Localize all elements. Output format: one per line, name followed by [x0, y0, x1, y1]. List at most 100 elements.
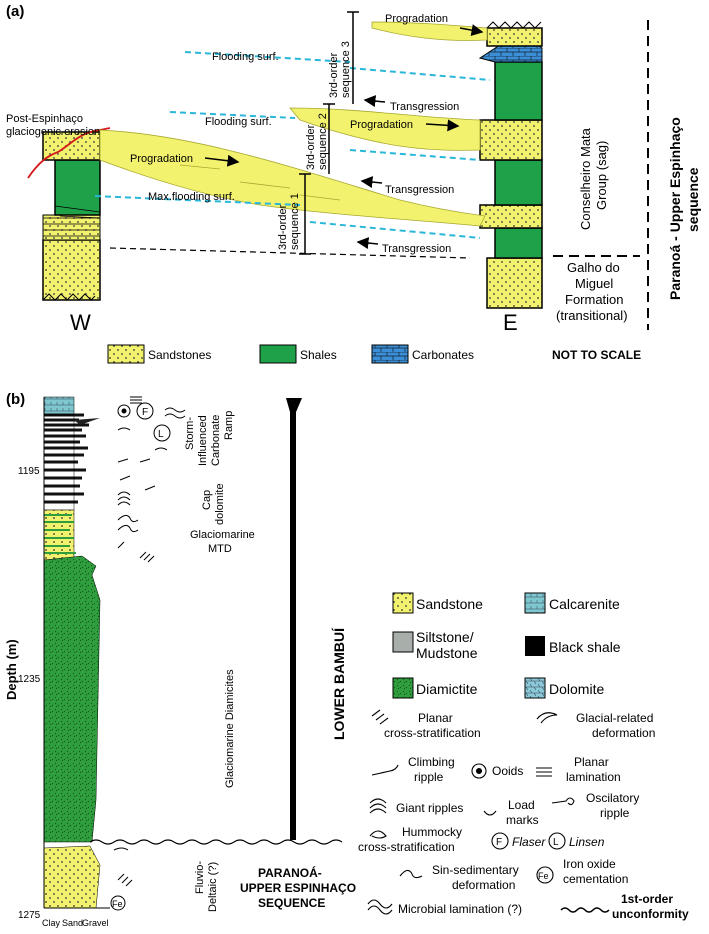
- gm-label-4: (transitional): [556, 308, 628, 323]
- leg-blackshale-swatch: [525, 636, 545, 656]
- leg-dolomite: Dolomite: [549, 681, 604, 697]
- leg-sandstone-swatch: [392, 592, 414, 614]
- base-line: [109, 247, 471, 259]
- erosion-label-1: Post-Espinhaço: [6, 113, 83, 125]
- leg-unconf-1: 1st-order: [621, 892, 673, 906]
- struct-legend-icons: [367, 709, 610, 915]
- lower-bambui-wedge: [286, 398, 302, 840]
- trans-label-3: Transgression: [382, 243, 451, 255]
- cm-label-1: Conselheiro Mata: [578, 127, 593, 230]
- pue-label-2: sequence: [685, 167, 701, 232]
- erosion-label-2: glaciogenic erosion: [6, 126, 100, 138]
- flood-label-1: Flooding surf.: [212, 51, 279, 63]
- leg-sandstone: Sandstone: [416, 596, 483, 612]
- seq3-label-2: sequence 3: [340, 41, 352, 98]
- depth-1195: 1195: [18, 466, 40, 477]
- leg-siltstone-1: Siltstone/: [416, 629, 474, 645]
- leg-sinsed-1: Sin-sedimentary: [432, 863, 519, 877]
- leg-sinsed-2: deformation: [452, 878, 515, 892]
- leg-load-2: marks: [506, 813, 539, 827]
- leg-blackshale: Black shale: [549, 639, 621, 655]
- leg-unconf-2: unconformity: [612, 907, 689, 921]
- unit-storm-2: Influenced: [197, 415, 209, 466]
- seq2-label-1: 3rd-order: [305, 124, 317, 170]
- west-column: [42, 131, 101, 301]
- leg-calcarenite: Calcarenite: [549, 596, 620, 612]
- grain-clay: Clay: [42, 918, 61, 928]
- leg-linsen: Linsen: [569, 835, 605, 849]
- leg-siltstone-2: Mudstone: [416, 645, 478, 661]
- unit-diam: Glaciomarine Diamicites: [224, 669, 236, 788]
- leg-planar-1: Planar: [418, 711, 453, 725]
- legend-shale-label: Shales: [300, 348, 337, 362]
- leg-hummocky-2: cross-stratification: [358, 840, 455, 854]
- pue-label-1: Paranoá - Upper Espinhaço: [667, 117, 683, 300]
- leg-siltstone-swatch: [392, 631, 414, 653]
- cm-label-2: Group (sag): [594, 141, 609, 210]
- legend-sand-swatch: [107, 344, 145, 364]
- lower-bambui-label: LOWER BAMBUÍ: [331, 627, 347, 740]
- leg-ooids: Ooids: [492, 764, 523, 778]
- leg-climb-1: Climbing: [408, 755, 455, 769]
- unit-mtd-1: Glaciomarine: [190, 529, 255, 541]
- depth-1235: 1235: [18, 674, 41, 685]
- unit-storm-1: Storm-: [184, 417, 196, 450]
- sym-linsen: L: [158, 429, 164, 440]
- depth-1275: 1275: [18, 910, 41, 921]
- unit-storm-3: Carbonate: [210, 415, 222, 466]
- erosion-line: [27, 127, 111, 179]
- pue-b-2: UPPER ESPINHAÇO: [240, 881, 356, 895]
- leg-osc-1: Oscilatory: [586, 791, 639, 805]
- leg-osc-2: ripple: [600, 806, 630, 820]
- flooding-surfaces: [94, 51, 491, 239]
- unit-cap-2: dolomite: [214, 483, 226, 525]
- leg-planlam-2: lamination: [566, 770, 621, 784]
- leg-calcarenite-swatch: [524, 592, 546, 614]
- gm-label-3: Formation: [565, 292, 624, 307]
- tongue-seq3: [371, 21, 488, 41]
- seq1-label-1: 3rd-order: [277, 204, 289, 250]
- leg-sym-fe: Fe: [538, 871, 549, 881]
- east-label: E: [503, 310, 518, 335]
- legend-carb-label: Carbonates: [412, 348, 474, 362]
- leg-hummocky-1: Hummocky: [402, 825, 462, 839]
- sym-fe: Fe: [112, 899, 123, 909]
- prog-label-3: Progradation: [385, 13, 448, 25]
- leg-glacial-2: deformation: [592, 726, 655, 740]
- sequence-bars: [299, 11, 359, 255]
- seq2-label-2: sequence 2: [317, 113, 329, 170]
- leg-diamictite-swatch: [392, 677, 414, 699]
- leg-planar-2: cross-stratification: [384, 726, 481, 740]
- maxflood-label: Max.flooding surf.: [148, 191, 235, 203]
- leg-giant: Giant ripples: [396, 801, 463, 815]
- leg-sym-l: L: [553, 837, 559, 848]
- panel-a-label: (a): [6, 3, 24, 20]
- not-to-scale: NOT TO SCALE: [552, 348, 641, 362]
- legend-shale-swatch: [259, 344, 297, 364]
- unit-mtd-2: MTD: [208, 543, 232, 555]
- legend-sand-label: Sandstones: [148, 348, 211, 362]
- legend-carb-swatch: [371, 344, 409, 364]
- leg-planlam-1: Planar: [574, 755, 609, 769]
- seq1-label-2: sequence 1: [289, 193, 301, 250]
- leg-glacial-1: Glacial-related: [576, 711, 653, 725]
- leg-iron-2: cementation: [563, 872, 628, 886]
- unit-fluv-2: Deltaic (?): [207, 862, 219, 912]
- leg-dolomite-swatch: [524, 677, 546, 699]
- leg-iron-1: Iron oxide: [563, 857, 616, 871]
- leg-flaser: Flaser: [512, 835, 546, 849]
- grain-gravel: Gravel: [82, 918, 109, 928]
- log-symbols: [110, 396, 186, 911]
- leg-sym-f: F: [496, 837, 502, 848]
- unit-fluv-1: Fluvio-: [194, 861, 206, 894]
- unit-storm-4: Ramp: [223, 411, 235, 440]
- depth-axis-label: Depth (m): [4, 639, 19, 700]
- unit-cap-1: Cap: [201, 490, 213, 510]
- prog-label-1: Progradation: [130, 153, 193, 165]
- prog-label-2: Progradation: [350, 119, 413, 131]
- flood-label-2: Flooding surf.: [205, 116, 272, 128]
- leg-diamictite: Diamictite: [416, 681, 478, 697]
- pue-b-1: PARANOÁ-: [258, 865, 322, 880]
- leg-climb-2: ripple: [414, 770, 444, 784]
